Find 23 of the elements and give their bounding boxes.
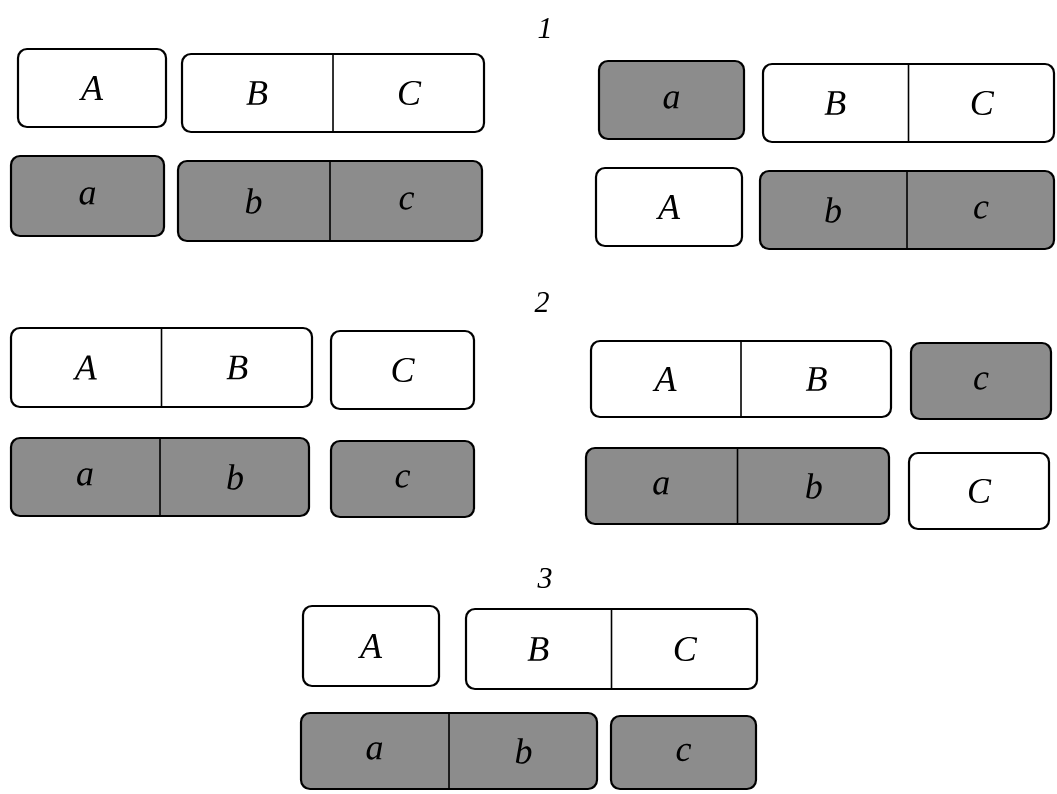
chromosome-bar: A [16, 47, 168, 129]
group-number: 1 [538, 18, 550, 38]
chromosome-bar: a b [9, 436, 311, 518]
chromosome-bar: C [329, 329, 476, 411]
chromosome-bar: a [597, 59, 746, 141]
chromosome-bar: A [594, 166, 744, 248]
chromosome-bar: a b [299, 711, 599, 791]
chromosome-bar: B C [180, 52, 486, 134]
chromosome-bar: b c [176, 159, 484, 243]
chromosome-bar: c [329, 439, 476, 519]
chromosome-bar: b c [758, 169, 1056, 251]
chromosome-bar: A [301, 604, 441, 688]
group-number: 3 [537, 567, 552, 589]
chromosome-bar: B C [761, 62, 1056, 144]
chromosome-bar: a [9, 154, 166, 238]
chromosome-bar: A B [589, 339, 893, 419]
chromosome-bar: C [907, 451, 1051, 531]
chromosome-bar: B C [464, 607, 759, 691]
group-number: 2 [534, 292, 549, 312]
chromosome-bar: a b [584, 446, 891, 526]
chromosome-bar: A B [9, 326, 314, 409]
chromosome-bar: c [909, 341, 1053, 421]
chromosome-bar: c [609, 714, 758, 791]
